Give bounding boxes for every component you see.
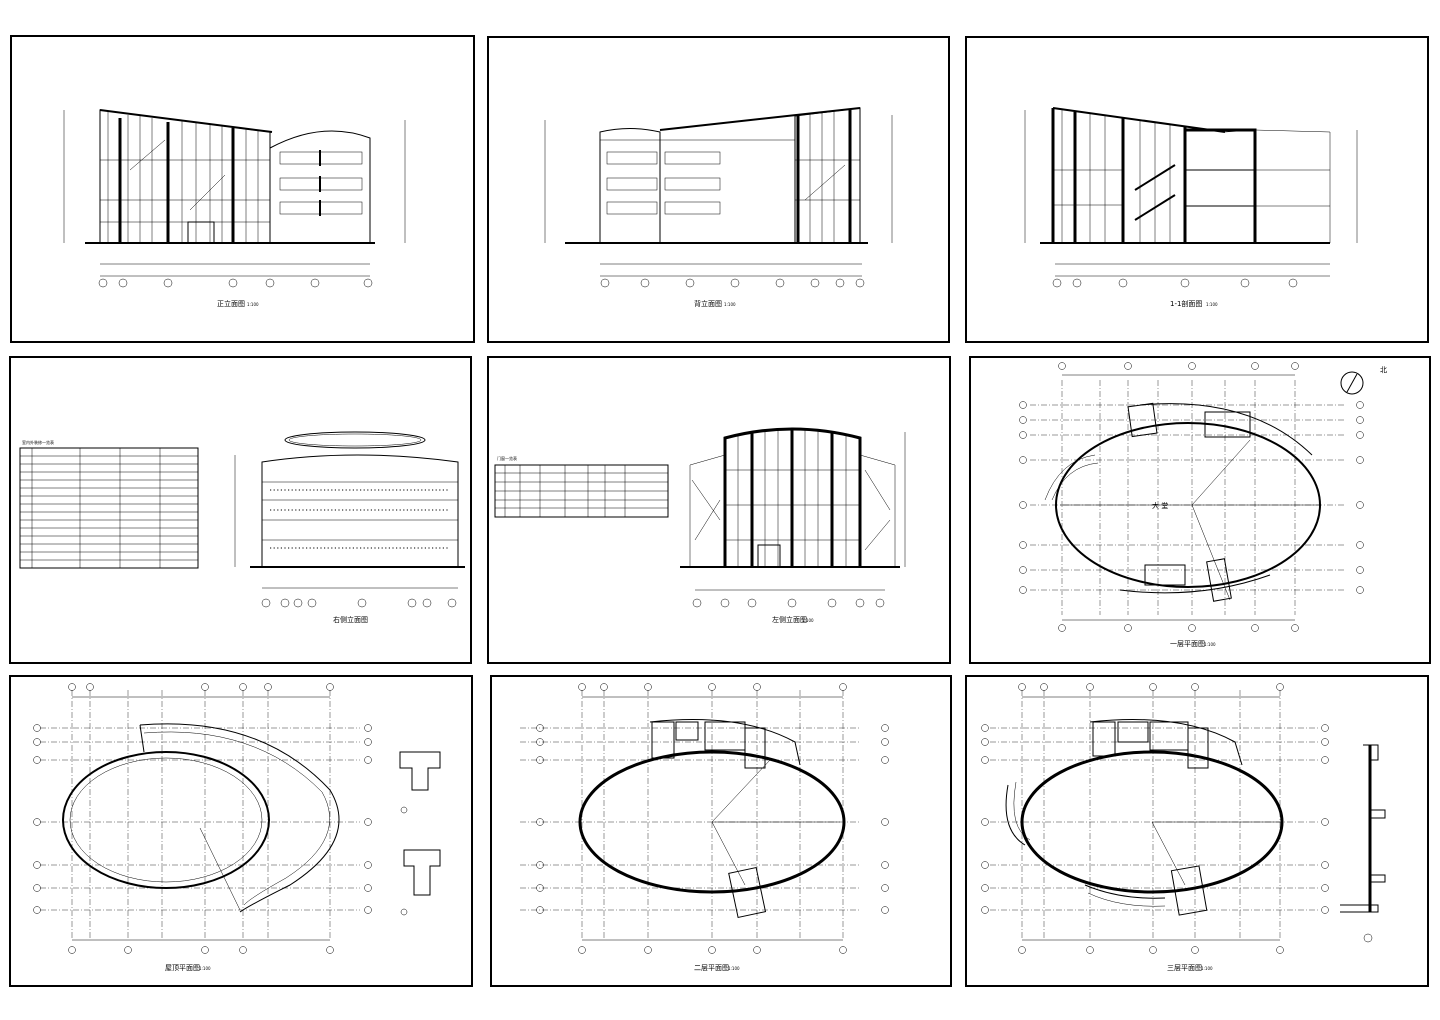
panel-frame-right-elevation — [9, 356, 472, 664]
first-floor-plan-title: 一层平面图 — [1170, 640, 1205, 648]
front-elevation-scale: 1:100 — [247, 302, 259, 307]
panel-frame-roof-plan — [9, 675, 473, 987]
right-elevation-drawing — [234, 431, 465, 608]
third-floor-plan-title: 三层平面图 — [1167, 964, 1202, 972]
finish-schedule-table — [19, 447, 199, 569]
door-window-schedule-title: 门窗一览表 — [497, 455, 517, 461]
right-elevation-title: 右侧立面图 — [333, 615, 368, 624]
finish-schedule-title: 室内外装修一览表 — [22, 439, 54, 445]
left-elevation-drawing — [680, 427, 906, 608]
front-elevation-title: 正立面图 — [217, 299, 245, 308]
first-floor-plan-scale: 1:100 — [1204, 642, 1216, 647]
section-title: 1-1剖面图 — [1170, 299, 1202, 308]
door-window-schedule-table — [494, 464, 669, 518]
panel-frame-second-floor-plan — [490, 675, 952, 987]
panel-frame-section — [965, 36, 1429, 343]
second-floor-plan-scale: 1:100 — [728, 966, 740, 971]
left-elevation-title: 左侧立面图 — [772, 615, 807, 624]
panel-frame-left-elevation — [487, 356, 951, 664]
panel-frame-front-elevation — [10, 35, 475, 343]
first-floor-plan-drawing — [1019, 362, 1364, 632]
section-scale: 1:100 — [1206, 302, 1218, 307]
north-label: 北 — [1380, 366, 1387, 374]
roof-plan-title: 屋顶平面图 — [165, 964, 200, 972]
north-arrow-icon — [1340, 371, 1364, 395]
panel-frame-back-elevation — [487, 36, 950, 343]
third-floor-plan-drawing — [981, 683, 1386, 954]
roof-plan-drawing — [33, 683, 441, 954]
back-elevation-title: 背立面图 — [694, 299, 722, 308]
second-floor-plan-title: 二层平面图 — [694, 964, 729, 972]
lobby-label: 大 堂 — [1152, 501, 1168, 510]
section-drawing — [1024, 107, 1358, 288]
back-elevation-drawing — [544, 107, 893, 288]
back-elevation-scale: 1:100 — [724, 302, 736, 307]
third-floor-plan-scale: 1:100 — [1201, 966, 1213, 971]
second-floor-plan-drawing — [520, 683, 889, 954]
panel-frame-first-floor-plan — [969, 356, 1431, 664]
left-elevation-scale: 1:100 — [802, 618, 814, 623]
panel-frame-third-floor-plan — [965, 675, 1429, 987]
roof-plan-scale: 1:100 — [199, 966, 211, 971]
front-elevation-drawing — [63, 109, 406, 288]
